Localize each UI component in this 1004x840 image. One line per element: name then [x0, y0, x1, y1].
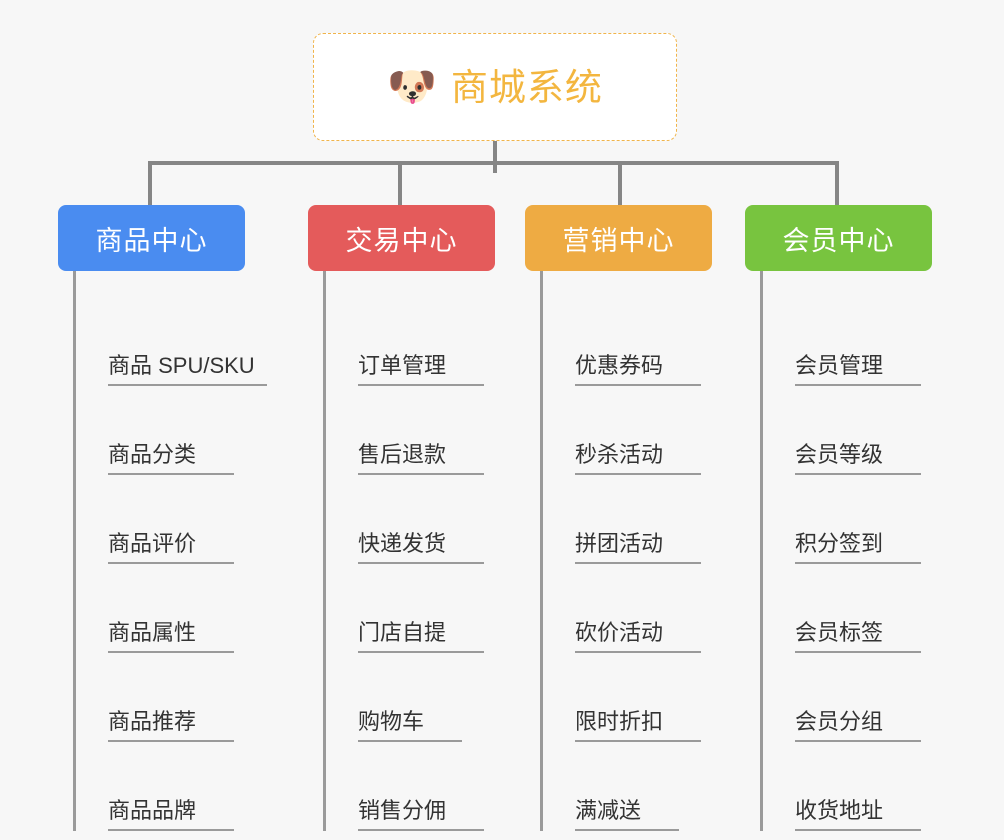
list-item[interactable]: 销售分佣 [326, 742, 508, 831]
category-header-4-label: 会员中心 [782, 225, 895, 256]
list-item-label: 会员分组 [795, 709, 922, 742]
list-item[interactable]: 商品属性 [76, 564, 278, 653]
list-item[interactable]: 商品分类 [76, 386, 278, 475]
sub-item-list-3: 优惠券码 秒杀活动 拼团活动 砍价活动 限时折扣 满减送 [540, 271, 725, 831]
list-item-label: 砍价活动 [575, 620, 702, 653]
category-header-3-label: 营销中心 [562, 225, 675, 256]
list-item-label: 会员管理 [795, 353, 922, 386]
list-item[interactable]: 秒杀活动 [543, 386, 725, 475]
list-item[interactable]: 快递发货 [326, 475, 508, 564]
list-item-label: 限时折扣 [575, 709, 702, 742]
list-item-label: 积分签到 [795, 531, 922, 564]
list-item[interactable]: 满减送 [543, 742, 725, 831]
connector-bus [148, 161, 838, 165]
category-header-4[interactable]: 会员中心 [745, 205, 932, 271]
list-item-label: 拼团活动 [575, 531, 702, 564]
list-item-label: 收货地址 [795, 798, 922, 831]
list-item-label: 秒杀活动 [575, 442, 702, 475]
list-item-label: 优惠券码 [575, 353, 702, 386]
list-item-label: 门店自提 [358, 620, 485, 653]
list-item-label: 商品推荐 [108, 709, 235, 742]
connector-drop-4 [835, 161, 839, 205]
branch-column-3: 营销中心 优惠券码 秒杀活动 拼团活动 砍价活动 限时折扣 满减送 [525, 205, 725, 831]
list-item-label: 商品属性 [108, 620, 235, 653]
list-item[interactable]: 商品品牌 [76, 742, 278, 831]
list-item[interactable]: 会员等级 [763, 386, 945, 475]
list-item-label: 销售分佣 [358, 798, 485, 831]
dog-face-icon: 🐶 [387, 64, 437, 110]
list-item[interactable]: 限时折扣 [543, 653, 725, 742]
list-item[interactable]: 收货地址 [763, 742, 945, 831]
list-item[interactable]: 会员标签 [763, 564, 945, 653]
list-item[interactable]: 优惠券码 [543, 297, 725, 386]
list-item[interactable]: 积分签到 [763, 475, 945, 564]
list-item[interactable]: 商品 SPU/SKU [76, 297, 278, 386]
list-item-label: 商品 SPU/SKU [108, 353, 267, 386]
list-item-label: 商品评价 [108, 531, 235, 564]
connector-stem [493, 141, 497, 173]
sub-item-list-1: 商品 SPU/SKU 商品分类 商品评价 商品属性 商品推荐 商品品牌 [73, 271, 278, 831]
sub-item-list-4: 会员管理 会员等级 积分签到 会员标签 会员分组 收货地址 [760, 271, 945, 831]
list-item[interactable]: 商品评价 [76, 475, 278, 564]
list-item-label: 购物车 [358, 709, 463, 742]
list-item[interactable]: 会员管理 [763, 297, 945, 386]
list-item[interactable]: 售后退款 [326, 386, 508, 475]
list-item[interactable]: 砍价活动 [543, 564, 725, 653]
list-item-label: 售后退款 [358, 442, 485, 475]
list-item-label: 快递发货 [358, 531, 485, 564]
branch-column-4: 会员中心 会员管理 会员等级 积分签到 会员标签 会员分组 收货地址 [745, 205, 945, 831]
list-item-label: 商品品牌 [108, 798, 235, 831]
category-header-1[interactable]: 商品中心 [58, 205, 245, 271]
list-item-label: 会员标签 [795, 620, 922, 653]
root-title: 商城系统 [450, 66, 603, 108]
connector-drop-2 [398, 161, 402, 205]
connector-drop-1 [148, 161, 152, 205]
category-header-1-label: 商品中心 [95, 225, 208, 256]
category-header-3[interactable]: 营销中心 [525, 205, 712, 271]
list-item-label: 订单管理 [358, 353, 485, 386]
list-item[interactable]: 会员分组 [763, 653, 945, 742]
list-item-label: 满减送 [575, 798, 680, 831]
list-item-label: 商品分类 [108, 442, 235, 475]
list-item[interactable]: 拼团活动 [543, 475, 725, 564]
list-item[interactable]: 购物车 [326, 653, 508, 742]
branch-column-2: 交易中心 订单管理 售后退款 快递发货 门店自提 购物车 销售分佣 [308, 205, 508, 831]
list-item[interactable]: 订单管理 [326, 297, 508, 386]
connector-drop-3 [618, 161, 622, 205]
category-header-2-label: 交易中心 [345, 225, 458, 256]
category-header-2[interactable]: 交易中心 [308, 205, 495, 271]
branch-column-1: 商品中心 商品 SPU/SKU 商品分类 商品评价 商品属性 商品推荐 商品品牌 [58, 205, 278, 831]
list-item[interactable]: 门店自提 [326, 564, 508, 653]
list-item-label: 会员等级 [795, 442, 922, 475]
root-node[interactable]: 🐶 商城系统 [313, 33, 677, 141]
list-item[interactable]: 商品推荐 [76, 653, 278, 742]
sub-item-list-2: 订单管理 售后退款 快递发货 门店自提 购物车 销售分佣 [323, 271, 508, 831]
